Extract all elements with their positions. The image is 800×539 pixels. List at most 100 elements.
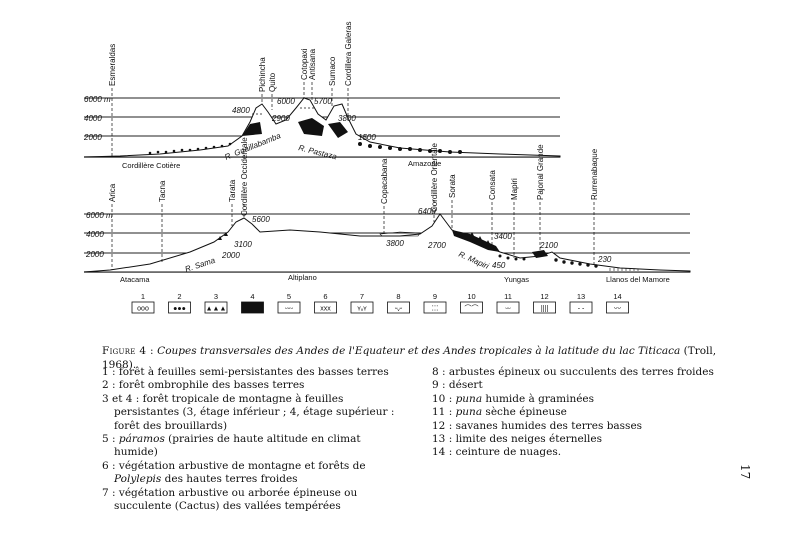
- legend-symbol-10: 10⌒⌒: [460, 292, 483, 314]
- region-label: Yungas: [504, 275, 529, 284]
- elevation-label: 2100: [539, 241, 558, 250]
- legend-symbol-box: [533, 301, 556, 314]
- legend-symbol-5: 5 ᵕᵕᵕ: [277, 292, 301, 314]
- legend-symbol-number: 12: [540, 292, 548, 301]
- legend-symbol-1: 1 ooo: [131, 292, 155, 314]
- peak-label: Pajonal Grande: [536, 144, 545, 200]
- legend-entry: 9 : désert: [432, 379, 483, 392]
- legend-pattern-glyph: ᵕᵕᵕ: [285, 306, 293, 313]
- legend-symbol-11: 11 ᵕᵕ: [496, 292, 520, 314]
- peak-label: Consata: [488, 170, 497, 200]
- legend-entry-prefix: 5 :: [102, 433, 119, 446]
- peak-label: Antisana: [308, 48, 317, 80]
- legend-symbol-number: 5: [287, 292, 291, 301]
- peak-label: Cordillère Occidentale: [240, 137, 249, 216]
- elevation-label: 230: [597, 255, 612, 264]
- legend-entry-prefix: 11 :: [432, 406, 456, 419]
- peak-label: Cordillera Galeras: [344, 22, 353, 86]
- legend-entry-term: puna: [455, 406, 483, 419]
- legend-list-left: 1 : forêt à feuilles semi-persistantes d…: [102, 366, 402, 513]
- elevation-label: 5700: [314, 97, 332, 106]
- legend-symbol-box: [168, 301, 191, 314]
- legend-symbol-number: 11: [504, 292, 512, 301]
- legend-symbol-number: 13: [577, 292, 585, 301]
- legend-entry: 14 : ceinture de nuages.: [432, 446, 562, 459]
- legend-symbol-number: 7: [360, 292, 364, 301]
- legend-entry: 11 : puna sèche épineuse: [432, 406, 732, 419]
- legend-pattern-glyph: - -: [578, 306, 585, 313]
- legend-symbol-box: [314, 301, 337, 314]
- bottom-alt-label: 6000 m: [86, 211, 113, 220]
- legend-symbol-box: [606, 301, 629, 314]
- peak-label: Arica: [108, 183, 117, 202]
- elevation-label: 1500: [358, 133, 376, 142]
- elevation-label: 2000: [221, 251, 240, 260]
- figure-title: Coupes transversales des Andes de l'Equa…: [157, 345, 681, 357]
- legend-symbol-number: 10: [467, 292, 475, 301]
- region-label: Cordillère Cotière: [122, 161, 180, 170]
- elevation-label: 2900: [271, 114, 290, 123]
- peak-label: Cordillère Orientale: [430, 143, 439, 212]
- legend-entry: 3 et 4 : forêt tropicale de montagne à f…: [102, 392, 395, 432]
- figure-caption: Figure 4 : Coupes transversales des Ande…: [102, 344, 742, 372]
- legend-list-right: 8 : arbustes épineux ou succulents des t…: [432, 366, 732, 460]
- legend-symbol-number: 14: [613, 292, 621, 301]
- legend-symbol-box: [496, 301, 520, 314]
- legend-symbol-4: 4: [241, 292, 264, 314]
- legend-pattern-glyph: ʏᵥʏ: [357, 306, 367, 313]
- legend-entry: 2 : forêt ombrophile des basses terres: [102, 379, 305, 392]
- elevation-label: 3100: [234, 240, 252, 249]
- legend-symbol-14: 14〰: [606, 292, 629, 314]
- legend-symbol-7: 7 ʏᵥʏ: [350, 292, 374, 314]
- legend-symbol-number: 2: [177, 292, 181, 301]
- legend-pattern-glyph: ▲▲▲: [206, 306, 227, 313]
- legend-pattern-glyph: ●●●: [173, 306, 186, 313]
- legend-pattern-glyph: ||||: [541, 306, 548, 313]
- legend-entry-term: puna: [455, 392, 483, 405]
- legend-entry: 6 : végétation arbustive de montagne et …: [102, 460, 402, 487]
- legend-entry-term: páramos: [118, 433, 165, 446]
- legend-entry: 10 : puna humide à graminées: [432, 393, 732, 406]
- peak-label: Sumaco: [328, 56, 337, 86]
- legend-entry: 5 : páramos (prairies de haute altitude …: [102, 433, 402, 460]
- legend-pattern-glyph: ooo: [137, 306, 149, 313]
- peak-label: Rurrenabaque: [590, 148, 599, 200]
- elevation-label: 6400: [418, 207, 436, 216]
- legend-entry: 8 : arbustes épineux ou succulents des t…: [432, 366, 714, 378]
- legend-symbol-box: [204, 301, 228, 314]
- legend-symbol-3: 3▲▲▲: [204, 292, 228, 314]
- legend-symbol-number: 8: [396, 292, 400, 301]
- region-label: Llanos del Mamore: [606, 275, 670, 284]
- peak-label: Quito: [268, 72, 277, 92]
- legend-pattern-glyph: xxx: [320, 306, 331, 313]
- peak-label: Tarata: [228, 179, 237, 202]
- peak-label: Esmeraldas: [108, 44, 117, 86]
- legend-entry-suffix: sèche épineuse: [482, 406, 567, 419]
- elevation-label: 3800: [386, 239, 404, 248]
- legend-entry-prefix: 10 :: [432, 392, 456, 405]
- top-alt-label: 6000 m: [84, 95, 111, 104]
- legend-entry: 1 : forêt à feuilles semi-persistantes d…: [102, 366, 389, 378]
- elevation-label: 4800: [232, 106, 250, 115]
- elevation-label: 3400: [494, 232, 512, 241]
- elevation-label: 5600: [252, 215, 270, 224]
- legend-pattern-glyph: ᵕᵥᵕ: [395, 306, 403, 313]
- peak-label: Sorata: [448, 174, 457, 198]
- legend-entry: 13 : limite des neiges éternelles: [432, 433, 602, 446]
- legend-pattern-glyph: ⁚⁚⁚: [432, 305, 439, 313]
- figure-source: (Troll, 1968).: [102, 345, 717, 371]
- figure-label: Figure 4 :: [102, 345, 154, 357]
- legend-entry: 12 : savanes humides des terres basses: [432, 419, 643, 432]
- legend-symbol-number: 1: [141, 292, 145, 301]
- legend-symbol-box: [131, 301, 155, 314]
- legend-pattern-glyph: ᵕᵕ: [505, 306, 511, 313]
- peak-label: Cotopaxi: [300, 48, 309, 80]
- page-number: 17: [738, 464, 752, 480]
- bottom-alt-label: 4000: [86, 230, 104, 239]
- legend-symbol-box: [387, 301, 410, 314]
- legend-symbol-2: 2 ●●●: [168, 292, 191, 314]
- elevation-label: 3800: [338, 114, 356, 123]
- legend-symbol-box: [241, 301, 264, 314]
- peak-label: Tacna: [158, 180, 167, 202]
